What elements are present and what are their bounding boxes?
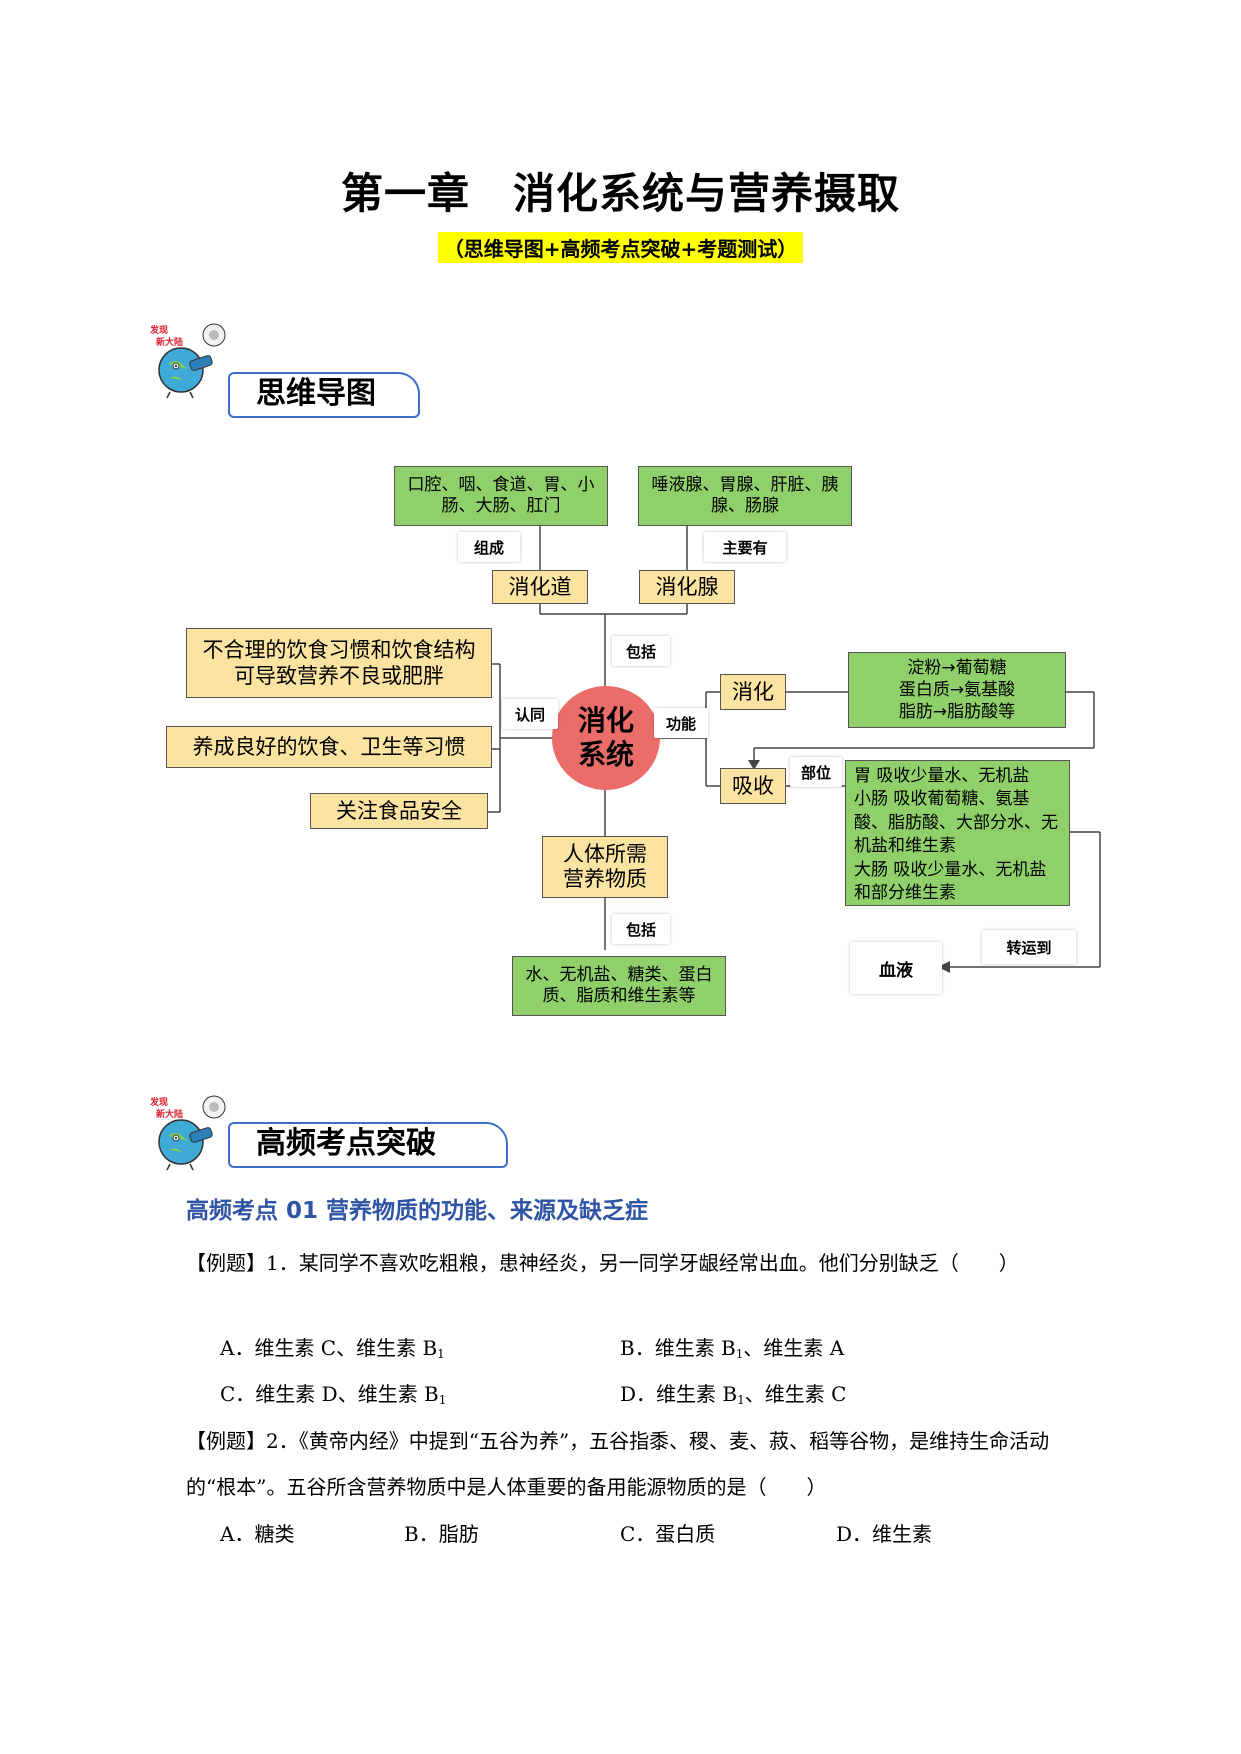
- question-2-option-a: A．糖类: [220, 1522, 295, 1546]
- label-main: 主要有: [704, 532, 786, 562]
- question-1-option-a: A．维生素 C、维生素 B1: [220, 1336, 445, 1361]
- recognize-box-2: 养成良好的饮食、卫生等习惯: [166, 726, 492, 768]
- label-composition: 组成: [458, 532, 520, 562]
- svg-text:新大陆: 新大陆: [156, 1108, 183, 1120]
- recognize-box-3: 关注食品安全: [310, 793, 488, 829]
- keypoint-title: 高频考点 01 营养物质的功能、来源及缺乏症: [186, 1198, 649, 1224]
- section-heading-keypoints: 高频考点突破: [228, 1122, 508, 1168]
- svg-text:发现: 发现: [149, 324, 168, 336]
- question-1-stem: 【例题】1．某同学不喜欢吃粗粮，患神经炎，另一同学牙龈经常出血。他们分别缺乏（ …: [186, 1251, 1019, 1275]
- nutrients-box: 人体所需营养物质: [542, 836, 668, 898]
- page-subtitle: （思维导图+高频考点突破+考题测试）: [437, 232, 804, 263]
- nutrients-label: 人体所需营养物质: [563, 841, 647, 891]
- digestion-box: 消化: [720, 674, 786, 710]
- question-2-option-d: D．维生素: [836, 1522, 933, 1546]
- recognize-box-1: 不合理的饮食习惯和饮食结构可导致营养不良或肥胖: [186, 628, 492, 698]
- label-include-bottom: 包括: [612, 914, 670, 944]
- absorption-detail-box: 胃 吸收少量水、无机盐 小肠 吸收葡萄糖、氨基酸、脂肪酸、大部分水、无机盐和维生…: [845, 760, 1070, 906]
- section-heading-mindmap: 思维导图: [228, 372, 420, 418]
- svg-text:发现: 发现: [149, 1096, 168, 1108]
- arrow-icon: [748, 760, 950, 973]
- subtitle-wrap: （思维导图+高频考点突破+考题测试）: [0, 232, 1241, 263]
- digestive-tract-box: 消化道: [492, 570, 588, 604]
- digestion-detail-box: 淀粉→葡萄糖 蛋白质→氨基酸 脂肪→脂肪酸等: [848, 652, 1066, 728]
- page-title: 第一章 消化系统与营养摄取: [340, 169, 900, 218]
- digestive-gland-parts-box: 唾液腺、胃腺、肝脏、胰腺、肠腺: [638, 466, 852, 526]
- question-2-option-c: C．蛋白质: [620, 1522, 716, 1546]
- digestive-gland-box: 消化腺: [639, 570, 735, 604]
- section-heading-mindmap-label: 思维导图: [256, 376, 376, 411]
- label-location: 部位: [790, 757, 842, 787]
- telescope-globe-mascot-icon: 发现 新大陆: [149, 323, 226, 399]
- digestive-tract-parts-box: 口腔、咽、食道、胃、小肠、大肠、肛门: [394, 466, 608, 526]
- blood-box: 血液: [850, 942, 942, 994]
- question-2-option-b: B．脂肪: [404, 1522, 479, 1546]
- section-heading-keypoints-label: 高频考点突破: [256, 1126, 436, 1161]
- absorption-box: 吸收: [720, 768, 786, 804]
- svg-text:新大陆: 新大陆: [156, 336, 183, 348]
- label-include-top: 包括: [612, 636, 670, 666]
- telescope-globe-mascot-icon: 发现 新大陆: [149, 1095, 226, 1171]
- question-2-stem: 【例题】2．《黄帝内经》中提到“五谷为养”，五谷指黍、稷、麦、菽、稻等谷物，是维…: [186, 1429, 1050, 1499]
- label-transport: 转运到: [982, 930, 1076, 964]
- label-function: 功能: [654, 708, 708, 738]
- label-recognize: 认同: [502, 699, 558, 729]
- question-1-option-c: C．维生素 D、维生素 B1: [220, 1382, 447, 1407]
- question-1-option-d: D．维生素 B1、维生素 C: [620, 1382, 847, 1407]
- center-label: 消化系统: [577, 704, 634, 771]
- center-digestive-system: 消化系统: [552, 686, 660, 790]
- question-1-option-b: B．维生素 B1、维生素 A: [620, 1336, 845, 1361]
- nutrients-detail-box: 水、无机盐、糖类、蛋白质、脂质和维生素等: [512, 956, 726, 1016]
